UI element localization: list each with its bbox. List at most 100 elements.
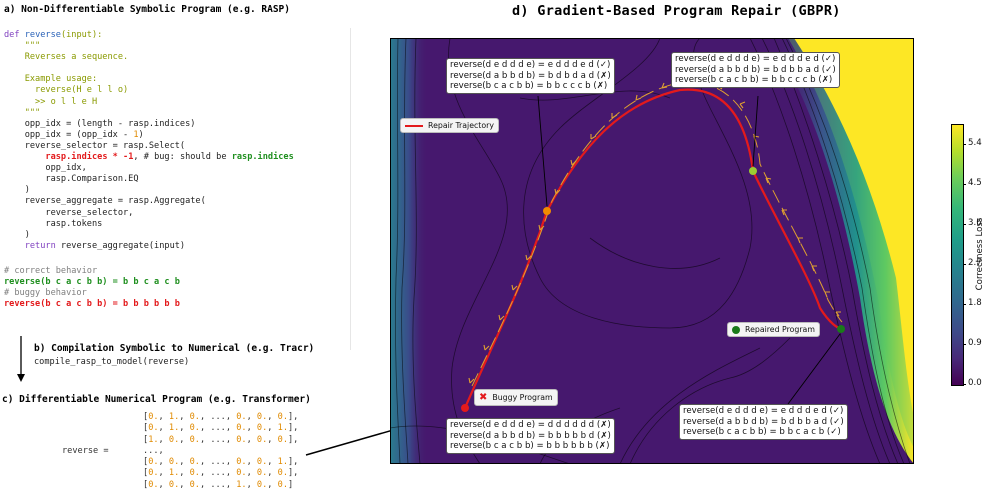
- matrix-punct: ,: [267, 457, 278, 468]
- bug-comment: , # bug: should be: [133, 152, 232, 163]
- repaired-program-legend: Repaired Program: [727, 322, 820, 337]
- matrix-lhs: reverse =: [62, 446, 109, 456]
- matrix-punct: , ...,: [199, 423, 237, 434]
- matrix-punct: ,: [246, 457, 257, 468]
- annotation-line: reverse(d a b b d b) = b d b b a d (✓): [675, 64, 836, 75]
- rasp-code-block: def reverse(input): """ Reverses a seque…: [4, 30, 294, 252]
- buggy-program-label: Buggy Program: [492, 393, 553, 402]
- colorbar-tick-label: 3.6: [968, 218, 982, 228]
- matrix-value: 0.: [256, 479, 268, 490]
- matrix-punct: ,: [158, 457, 169, 468]
- matrix-value: 0.: [256, 457, 268, 468]
- behavior-block: # correct behavior reverse(b c a c b b) …: [4, 266, 180, 310]
- buggy-program-point: [461, 404, 469, 412]
- matrix-punct: ,: [246, 468, 257, 479]
- annotation-line: reverse(b c a c b b) = b b b b b b (✗): [450, 441, 610, 452]
- panel-b-title: b) Compilation Symbolic to Numerical (e.…: [34, 343, 315, 354]
- panel-a-title: a) Non-Differentiable Symbolic Program (…: [4, 4, 290, 15]
- annotation-line: reverse(b c a c b b) = b b c c c b (✗): [450, 81, 608, 92]
- matrix-punct: ,: [158, 434, 169, 445]
- matrix-punct: ,: [246, 434, 257, 445]
- matrix-punct: [: [143, 457, 149, 468]
- matrix-value: 0.: [148, 457, 159, 468]
- matrix-value: 0.: [168, 479, 180, 490]
- matrix-punct: ],: [288, 468, 299, 479]
- code-line-docstring: reverse(H e l l o): [4, 85, 129, 96]
- buggy-program-legend: ✖ Buggy Program: [474, 389, 558, 406]
- matrix-punct: ,: [158, 412, 169, 422]
- colorbar-tick-label: 0.0: [968, 378, 982, 388]
- repaired-dot-icon: [732, 325, 740, 334]
- matrix-punct: ],: [288, 423, 299, 434]
- buggy-behavior-comment: # buggy behavior: [4, 288, 87, 299]
- matrix-punct: ,: [246, 423, 257, 434]
- matrix-value: 0.: [189, 479, 200, 490]
- buggy-x-icon: ✖: [479, 392, 488, 403]
- code-line: opp_idx,: [4, 163, 87, 174]
- matrix-row: [0., 1., 0., ..., 0., 0., 0.],: [143, 412, 298, 423]
- matrix-value: 0.: [236, 412, 247, 422]
- matrix-value: 0.: [277, 434, 288, 445]
- colorbar-tick-mark: [963, 304, 966, 305]
- code-line-docstring: """: [4, 107, 41, 118]
- matrix-value: 0.: [256, 468, 268, 479]
- code-keyword: return: [4, 240, 56, 251]
- colorbar-tick-label: 5.4: [968, 138, 982, 148]
- code-text: opp_idx = (opp_idx -: [4, 129, 134, 140]
- trajectory-legend: Repair Trajectory: [400, 118, 499, 133]
- weight-matrix: [0., 1., 0., ..., 0., 0., 0.],[0., 1., 0…: [143, 412, 298, 491]
- matrix-value: 1.: [168, 468, 180, 479]
- gradient-path: [471, 81, 843, 387]
- colorbar-tick-mark: [963, 344, 966, 345]
- matrix-row: [0., 0., 0., ..., 0., 0., 1.],: [143, 457, 298, 468]
- matrix-value: 0.: [189, 412, 200, 422]
- landscape-left-gradient: [390, 38, 428, 464]
- code-line: reverse_selector = rasp.Select(: [4, 140, 186, 151]
- panel-d-title: d) Gradient-Based Program Repair (GBPR): [512, 3, 841, 19]
- bug-fix-expression: rasp.indices: [231, 152, 294, 163]
- code-indent: [4, 152, 45, 162]
- annotation-line: reverse(d e d d d e) = d d d d d d (✗): [450, 420, 611, 430]
- code-line-docstring: Example usage:: [4, 74, 98, 85]
- matrix-punct: ,: [179, 468, 190, 479]
- matrix-punct: ],: [288, 457, 299, 468]
- code-line-blank: [4, 63, 294, 74]
- matrix-punct: ,: [158, 468, 169, 479]
- matrix-punct: ,: [246, 479, 257, 490]
- annotation-box-bottom-right: reverse(d e d d d e) = e d d d e d (✓) r…: [679, 404, 848, 440]
- code-line: opp_idx = (opp_idx - 1): [4, 130, 294, 141]
- matrix-punct: ]: [288, 479, 294, 490]
- matrix-row: [1., 0., 0., ..., 0., 0., 0.],: [143, 435, 298, 446]
- annotation-line: reverse(d e d d d e) = e d d d e d (✓): [450, 60, 611, 70]
- colorbar-label: Correctness Loss: [975, 217, 985, 291]
- matrix-punct: ,: [158, 423, 169, 434]
- matrix-punct: , ...,: [199, 468, 237, 479]
- annotation-box-top-right: reverse(d e d d d e) = e d d d e d (✓) r…: [671, 52, 840, 88]
- panel-c-title: c) Differentiable Numerical Program (e.g…: [2, 394, 311, 405]
- panel-divider: [350, 28, 351, 350]
- code-param: (input):: [60, 30, 103, 40]
- matrix-value: 1.: [168, 412, 180, 422]
- annotation-line: reverse(d a b b d b) = b d b d a d (✗): [450, 70, 611, 81]
- annotation-line: reverse(d e d d d e) = e d d d e d (✓): [675, 54, 836, 64]
- loss-landscape: [390, 38, 914, 464]
- matrix-punct: ,: [246, 412, 257, 422]
- matrix-row: [0., 0., 0., ..., 1., 0., 0.]: [143, 480, 298, 491]
- landscape-yellow-region: [794, 38, 914, 418]
- matrix-value: 1.: [277, 457, 288, 468]
- matrix-punct: [: [143, 479, 149, 490]
- colorbar-tick-label: 0.9: [968, 338, 982, 348]
- matrix-value: 0.: [256, 412, 268, 422]
- code-text: reverse_aggregate(input): [55, 240, 186, 251]
- mid-point-2: [749, 167, 757, 175]
- code-line-docstring: """: [4, 41, 41, 52]
- colorbar-tick-mark: [963, 184, 966, 185]
- matrix-punct: , ...,: [199, 457, 237, 468]
- code-line: rasp.tokens: [4, 218, 103, 229]
- code-number: 1: [133, 129, 139, 140]
- legend-trajectory-label: Repair Trajectory: [428, 121, 494, 130]
- matrix-value: 0.: [148, 423, 159, 434]
- bug-expression: rasp.indices * -1: [45, 152, 134, 163]
- matrix-punct: ,: [179, 434, 190, 445]
- matrix-value: 0.: [236, 423, 247, 434]
